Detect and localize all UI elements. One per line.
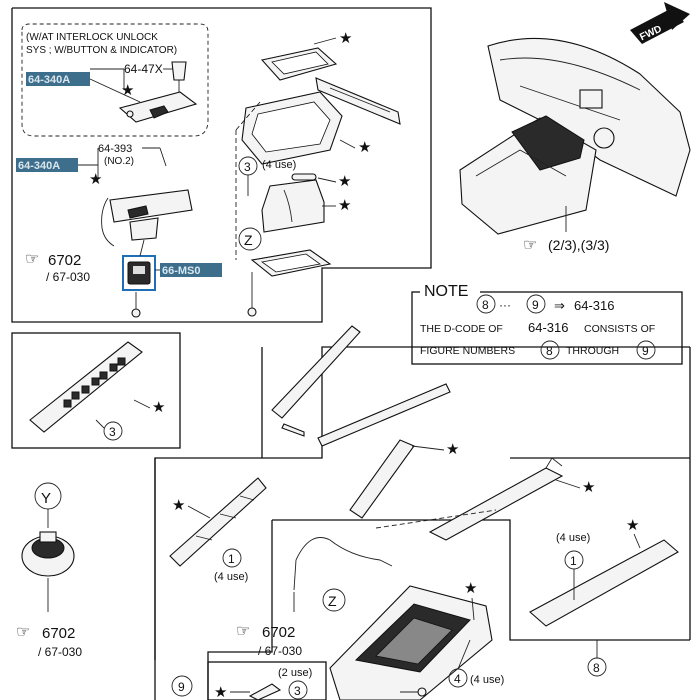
highlight-66-ms0: [160, 263, 222, 277]
part-base-tray: [250, 249, 332, 277]
part-screw-left: [131, 292, 141, 318]
part-shift-boot: [261, 179, 325, 233]
star-6: ★: [338, 197, 351, 214]
note-code: 64-316: [574, 298, 614, 313]
ref-6702-z[interactable]: 6702: [262, 624, 295, 641]
circle-1-a: 1: [228, 552, 235, 566]
circle-9: 9: [178, 680, 185, 694]
part-shift-knob-button: [171, 61, 187, 92]
fwd-arrow-icon: FWD: [630, 2, 690, 44]
circle-3-b: 3: [109, 425, 116, 439]
star-markers: ★ ★ ★ ★ ★ ★ ★ ★ ★ ★ ★ ★ ★: [89, 30, 639, 700]
star-11: ★: [626, 517, 639, 534]
part-knob-assembly: [21, 531, 75, 577]
part-shift-lever-plate: [101, 189, 193, 257]
note-line3-pre: FIGURE NUMBERS: [420, 345, 515, 357]
part-66-ms0: 66-MS0: [162, 265, 201, 277]
pointing-hand-icon: ☞: [25, 251, 39, 268]
note-line3-n2: 9: [642, 344, 649, 358]
circle-1-b: 1: [570, 554, 577, 568]
star-3: ★: [89, 171, 102, 188]
note-box: NOTE 8 ··· 9 ⇒ 64-316 THE D-CODE OF 64-3…: [411, 283, 683, 365]
circle-8: 8: [593, 661, 600, 675]
star-8: ★: [446, 441, 459, 458]
star-7: ★: [152, 399, 165, 416]
frame-lines: [11, 7, 691, 700]
note-line3-mid: THROUGH: [566, 345, 619, 357]
highlight-box-66-ms0: [122, 255, 156, 291]
part-long-trim-strips: [271, 325, 451, 447]
star-10: ★: [172, 497, 185, 514]
use-4-c: (4 use): [556, 532, 590, 544]
note-line3-n1: 8: [546, 344, 553, 358]
note-line2-pre: THE D-CODE OF: [420, 323, 503, 335]
circle-3-c: 3: [294, 684, 301, 698]
part-shift-panel-frame: [241, 91, 343, 165]
ref-6702-y[interactable]: 6702: [42, 625, 75, 642]
use-2: (2 use): [278, 667, 312, 679]
part-screw-bottom: [400, 687, 427, 697]
circle-3-a: 3: [244, 160, 251, 174]
interlock-note-line1: (W/AT INTERLOCK UNLOCK: [26, 32, 158, 43]
part-top-bezel: [260, 47, 338, 81]
part-right-end-trim: [529, 539, 679, 627]
note-title: NOTE: [424, 283, 468, 300]
circle-y: Y: [41, 490, 51, 507]
dashboard-illustration: [459, 37, 691, 235]
note-range-from: 8: [482, 298, 489, 312]
star-4: ★: [358, 139, 371, 156]
circle-z-b: Z: [328, 593, 337, 609]
circle-z-a: Z: [244, 232, 253, 248]
star-9: ★: [582, 479, 595, 496]
circle-4: 4: [454, 672, 461, 686]
part-console-harness: [293, 537, 393, 591]
pointing-hand-icon-y: ☞: [16, 624, 30, 641]
part-interlock-bracket: [118, 91, 198, 123]
star-2: ★: [121, 82, 134, 99]
part-64-47x: 64-47X: [124, 62, 163, 76]
note-arrow: ⇒: [554, 298, 565, 313]
star-13: ★: [214, 684, 227, 700]
part-64-393-sub: (NO.2): [104, 156, 134, 167]
part-side-panel-clips: [29, 341, 143, 433]
use-4-a: (4 use): [262, 159, 296, 171]
part-switch-66-ms0: [127, 261, 151, 285]
star-5: ★: [338, 173, 351, 190]
part-side-strip-right: [315, 77, 401, 125]
part-center-trim: [349, 439, 415, 519]
part-console-base: [329, 585, 493, 700]
star-12: ★: [464, 580, 477, 597]
use-4-b: (4 use): [214, 571, 248, 583]
ref-67030-z[interactable]: / 67-030: [258, 644, 302, 658]
note-line2-post: CONSISTS OF: [584, 323, 655, 335]
part-side-bracket-left: [169, 477, 267, 567]
ref-dash[interactable]: (2/3),(3/3): [548, 237, 609, 253]
part-small-clip: [248, 683, 282, 700]
ref-67030-y[interactable]: / 67-030: [38, 645, 82, 659]
note-range-to: 9: [532, 298, 539, 312]
pointing-hand-icon-z: ☞: [236, 623, 250, 640]
part-64-340a-mid: 64-340A: [18, 160, 60, 172]
interlock-group-outline: [21, 23, 209, 137]
note-line2-code: 64-316: [528, 320, 568, 335]
part-screw-right: [247, 272, 257, 317]
ref-6702-left[interactable]: 6702: [48, 252, 81, 269]
use-4-d: (4 use): [470, 674, 504, 686]
part-rail-trim: [428, 457, 564, 541]
part-64-340a-top: 64-340A: [28, 74, 70, 86]
part-64-393: 64-393: [98, 143, 132, 155]
star-1: ★: [339, 30, 352, 47]
highlight-64-340a-mid: [16, 158, 78, 172]
highlight-64-340a-top: [26, 72, 90, 86]
ref-67030-left[interactable]: / 67-030: [46, 270, 90, 284]
note-range-dots: ···: [499, 298, 511, 312]
interlock-note-line2: SYS ; W/BUTTON & INDICATOR): [26, 45, 177, 56]
pointing-hand-icon-dash: ☞: [523, 237, 537, 254]
part-small-rod-1: [291, 173, 317, 181]
